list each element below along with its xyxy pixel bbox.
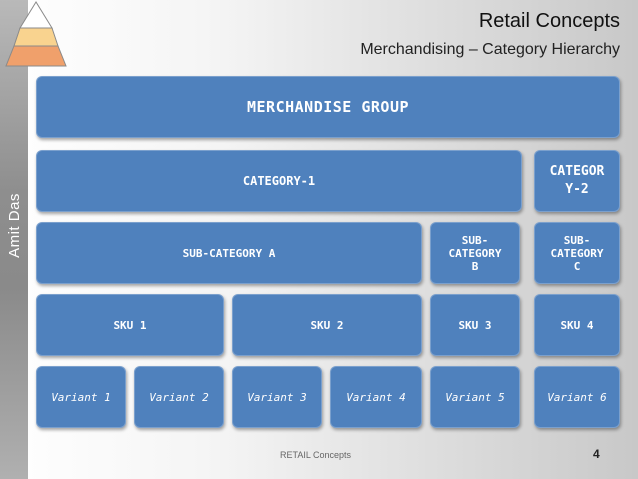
merchandise-group-box: MERCHANDISE GROUP [36, 76, 620, 138]
variant-3-box: Variant 3 [232, 366, 322, 428]
page-number: 4 [593, 447, 600, 461]
slide-subtitle: Merchandising – Category Hierarchy [360, 41, 620, 58]
sidebar-strip [0, 0, 28, 479]
sku-1-box: SKU 1 [36, 294, 224, 356]
subcategory-b-box: SUB- CATEGORY B [430, 222, 520, 284]
sku-2-box: SKU 2 [232, 294, 422, 356]
sku-3-box: SKU 3 [430, 294, 520, 356]
author-label-container: Amit Das [1, 180, 27, 270]
sku-4-box: SKU 4 [534, 294, 620, 356]
pyramid-logo-icon [5, 1, 67, 67]
subcategory-a-box: SUB-CATEGORY A [36, 222, 422, 284]
variant-1-box: Variant 1 [36, 366, 126, 428]
footer-text: RETAIL Concepts [280, 450, 352, 460]
author-label: Amit Das [5, 192, 23, 258]
variant-6-box: Variant 6 [534, 366, 620, 428]
variant-2-box: Variant 2 [134, 366, 224, 428]
category-1-box: CATEGORY-1 [36, 150, 522, 212]
slide-title: Retail Concepts [478, 10, 620, 32]
variant-5-box: Variant 5 [430, 366, 520, 428]
variant-4-box: Variant 4 [330, 366, 422, 428]
category-2-box: CATEGOR Y-2 [534, 150, 620, 212]
subcategory-c-box: SUB- CATEGORY C [534, 222, 620, 284]
